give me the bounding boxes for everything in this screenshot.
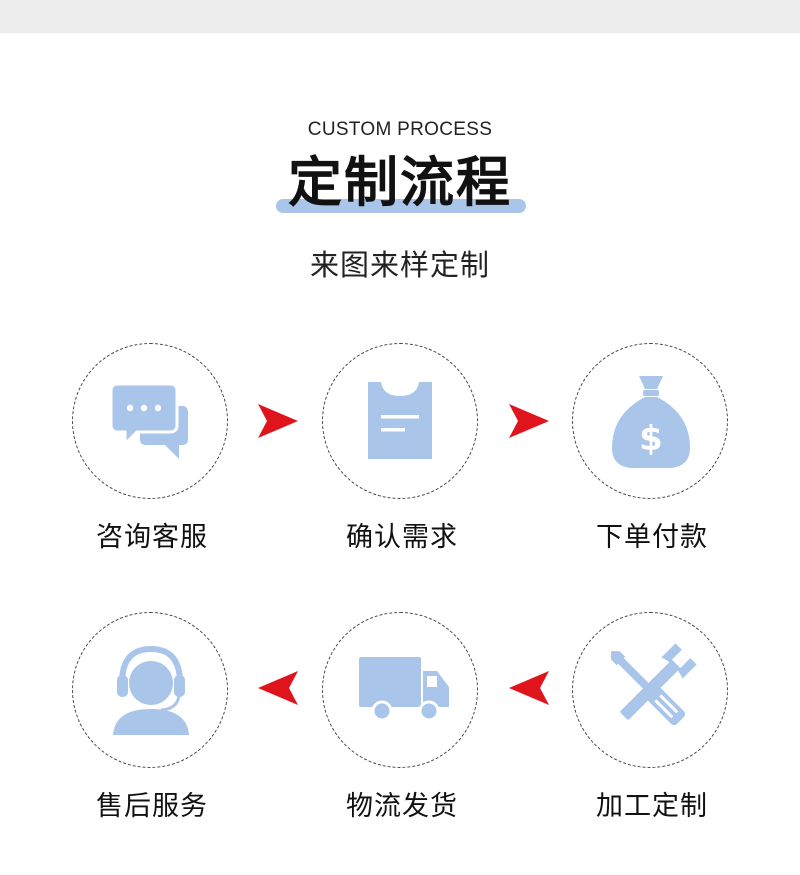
step-circle [72,343,228,499]
wrench-screwdriver-icon [611,643,697,726]
subtitle-en: CUSTOM PROCESS [307,119,493,140]
arrow-left-icon [258,671,298,705]
arrow-right-icon [509,404,549,438]
step-label: 物流发货 [346,791,458,822]
arrow-right-icon [258,404,298,438]
delivery-truck-icon [359,657,449,722]
step-circle [572,612,728,768]
tagline: 来图来样定制 [309,248,490,282]
step-label: 加工定制 [596,791,708,822]
step-circle [322,612,478,768]
page-title: 定制流程 [288,151,512,214]
step-label: 售后服务 [96,791,208,822]
top-bar [0,0,800,33]
step-label: 咨询客服 [96,522,208,553]
clipboard-icon [368,382,432,459]
step-label: 下单付款 [596,522,708,553]
step-circle [72,612,228,768]
title-block: 定制流程 [0,150,800,220]
arrow-left-icon [509,671,549,705]
money-bag-icon: $ [612,376,690,468]
step-circle [322,343,478,499]
step-circle: $ [572,343,728,499]
chat-bubbles-icon [109,382,188,459]
headset-user-icon [113,645,189,735]
step-label: 确认需求 [346,522,458,553]
svg-text:$: $ [639,419,663,459]
title-underline [276,199,526,213]
